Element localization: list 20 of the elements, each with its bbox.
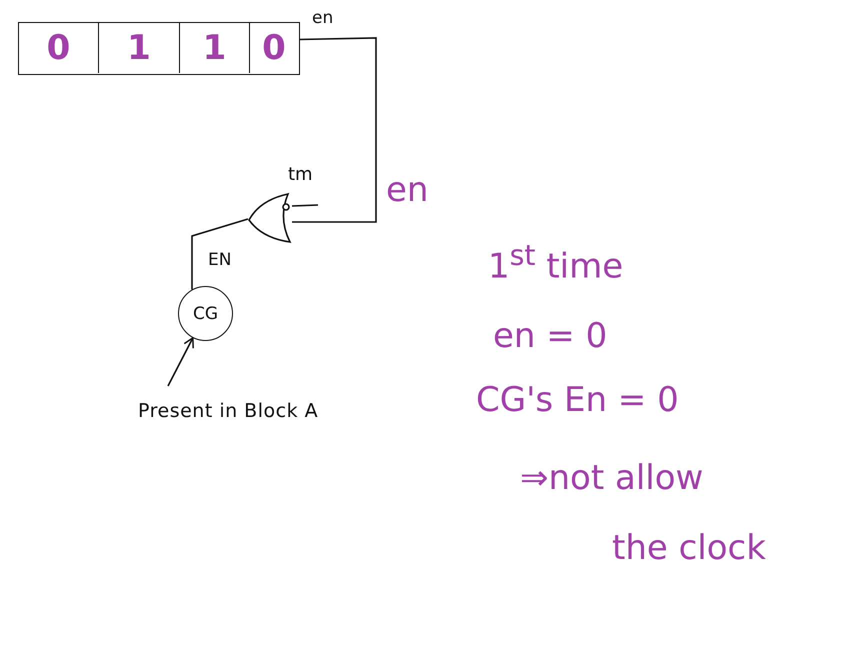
note-text: Present in Block A: [138, 400, 318, 422]
edge-label: tm: [288, 166, 313, 184]
edge-label: en: [312, 10, 334, 27]
handwritten-note: CG's En = 0: [476, 382, 679, 420]
edge-label: EN: [208, 252, 232, 269]
handwritten-note: en = 0: [493, 318, 608, 356]
arrow: [167, 337, 194, 386]
register-bit: 0: [249, 23, 298, 73]
clock-gate-circle: CG: [178, 286, 233, 341]
register-bit: 1: [179, 23, 249, 73]
wire: [292, 204, 318, 207]
register-bit: 1: [98, 23, 179, 73]
shift-register: [18, 22, 300, 75]
handwritten-note: the clock: [612, 530, 766, 568]
wire: [292, 37, 377, 223]
handwritten-note: ⇒not allow: [520, 460, 704, 498]
wire: [191, 218, 248, 290]
handwritten-note: 1$^{st}$ time: [488, 240, 624, 286]
register-bit: 0: [19, 23, 98, 73]
handwritten-note: en: [386, 172, 428, 210]
